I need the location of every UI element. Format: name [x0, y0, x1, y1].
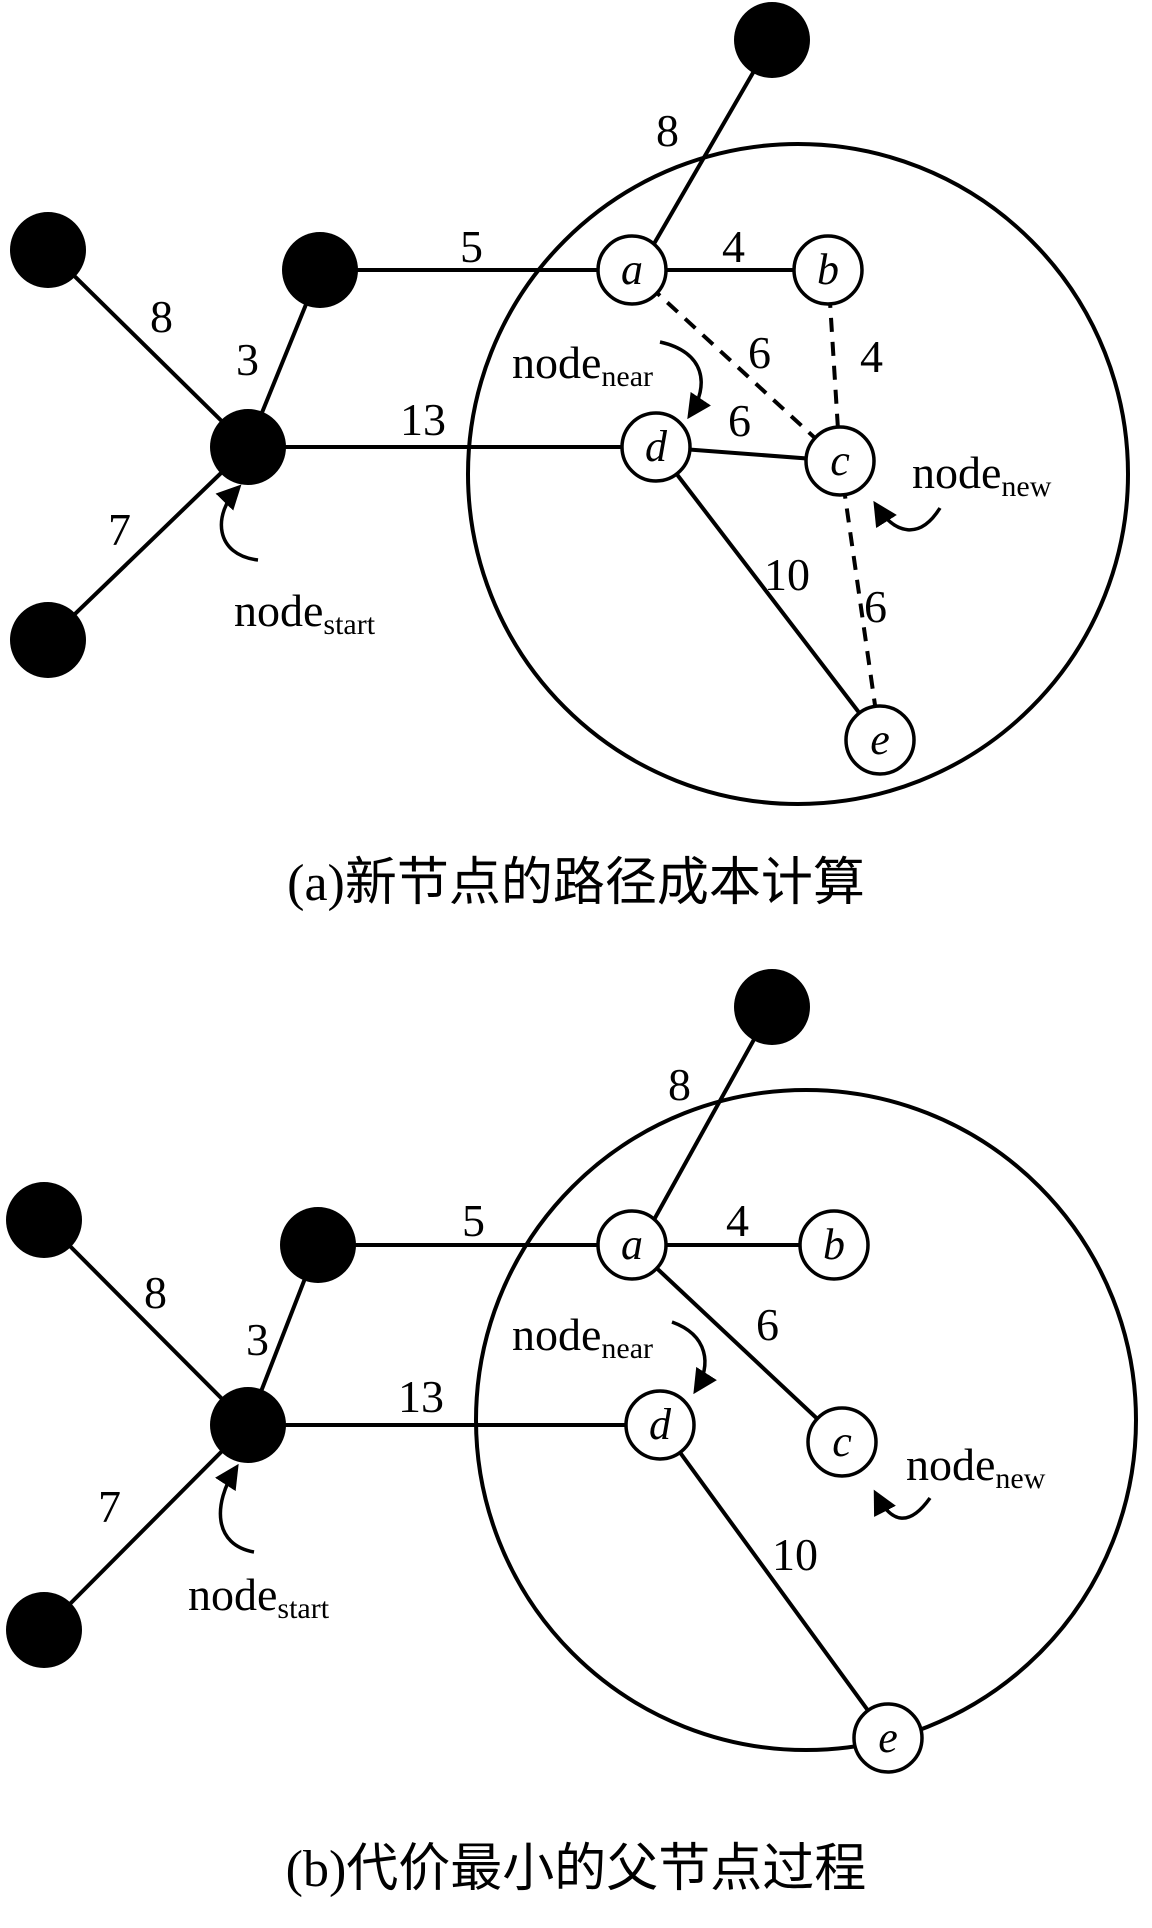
arrow-new — [873, 1489, 932, 1520]
label-node-near: nodenear — [512, 1309, 653, 1365]
edge-left-bottom — [42, 1423, 250, 1632]
weight-left-top: 8 — [150, 291, 173, 342]
svg-text:nodestart: nodestart — [188, 1569, 330, 1625]
weight-left-bottom: 7 — [98, 1481, 121, 1532]
node-a: a — [596, 1209, 668, 1281]
node-e: e — [844, 704, 916, 776]
node-e-label: e — [870, 715, 890, 764]
solid-node-left-top — [10, 212, 86, 288]
edge-top-a — [638, 38, 774, 270]
node-d-label: d — [649, 1400, 672, 1449]
solid-node-left-top — [6, 1182, 82, 1258]
node-b-label: b — [817, 245, 839, 294]
solid-node-top — [734, 969, 810, 1045]
arrow-start — [215, 1463, 255, 1554]
edge-left-bottom — [46, 445, 250, 642]
weight-top-a: 8 — [668, 1059, 691, 1110]
edge-top-a — [638, 1006, 774, 1246]
arrow-near — [659, 340, 712, 420]
node-c: c — [804, 425, 876, 497]
weight-c-e: 6 — [864, 581, 887, 632]
panel-b: a b c d e 8 8 7 3 5 13 4 6 10 nodestart — [6, 969, 1138, 1898]
start-node — [210, 1387, 286, 1463]
node-a: a — [596, 234, 668, 306]
weight-upper-a: 5 — [462, 1195, 485, 1246]
solid-node-left-bottom — [6, 1592, 82, 1668]
node-c-label: c — [832, 1417, 852, 1466]
search-radius-circle — [474, 1088, 1138, 1752]
weight-start-upper: 3 — [246, 1314, 269, 1365]
node-a-label: a — [621, 245, 643, 294]
svg-text:nodestart: nodestart — [234, 585, 376, 641]
solid-node-top — [734, 2, 810, 78]
arrow-new — [873, 500, 942, 532]
solid-node-left-bottom — [10, 602, 86, 678]
start-node — [210, 409, 286, 485]
weight-start-d: 13 — [398, 1371, 444, 1422]
arrow-start — [215, 484, 259, 562]
weight-start-d: 13 — [400, 394, 446, 445]
edge-d-e — [654, 445, 882, 742]
weight-d-c: 6 — [728, 395, 751, 446]
label-node-new: nodenew — [906, 1439, 1046, 1495]
weight-a-c: 6 — [756, 1299, 779, 1350]
node-a-label: a — [621, 1220, 643, 1269]
node-d: d — [620, 411, 692, 483]
weight-top-a: 8 — [656, 105, 679, 156]
weight-start-upper: 3 — [236, 334, 259, 385]
caption-a: (a)新节点的路径成本计算 — [287, 855, 865, 912]
svg-text:nodenew: nodenew — [906, 1439, 1046, 1495]
node-c: c — [806, 1406, 878, 1478]
weight-b-c: 4 — [860, 331, 883, 382]
weight-d-e: 10 — [772, 1529, 818, 1580]
solid-node-upper — [280, 1207, 356, 1283]
node-e-label: e — [878, 1713, 898, 1762]
weight-left-top: 8 — [144, 1267, 167, 1318]
svg-text:nodenew: nodenew — [912, 447, 1052, 503]
label-node-start: nodestart — [188, 1569, 330, 1625]
panel-a: a b c d e 8 8 7 3 5 13 4 4 6 6 10 6 — [10, 2, 1130, 912]
edge-d-e — [658, 1423, 890, 1740]
node-c-label: c — [830, 436, 850, 485]
weight-d-e: 10 — [764, 549, 810, 600]
node-d-label: d — [645, 422, 668, 471]
edge-left-top — [42, 1218, 250, 1427]
weight-left-bottom: 7 — [108, 504, 131, 555]
arrow-near — [671, 1320, 717, 1395]
node-b: b — [792, 234, 864, 306]
solid-node-upper — [282, 232, 358, 308]
weight-a-c: 6 — [748, 327, 771, 378]
label-node-start: nodestart — [234, 585, 376, 641]
label-node-new: nodenew — [912, 447, 1052, 503]
search-radius-circle — [466, 142, 1130, 806]
node-d: d — [624, 1389, 696, 1461]
svg-text:nodenear: nodenear — [512, 337, 653, 393]
weight-upper-a: 5 — [460, 221, 483, 272]
caption-b: (b)代价最小的父节点过程 — [286, 1841, 867, 1898]
weight-a-b: 4 — [722, 221, 745, 272]
edge-left-top — [46, 248, 250, 449]
node-b-label: b — [823, 1220, 845, 1269]
node-e: e — [852, 1702, 924, 1774]
svg-text:nodenear: nodenear — [512, 1309, 653, 1365]
node-b: b — [798, 1209, 870, 1281]
edge-a-c — [630, 1243, 844, 1444]
label-node-near: nodenear — [512, 337, 653, 393]
weight-a-b: 4 — [726, 1195, 749, 1246]
